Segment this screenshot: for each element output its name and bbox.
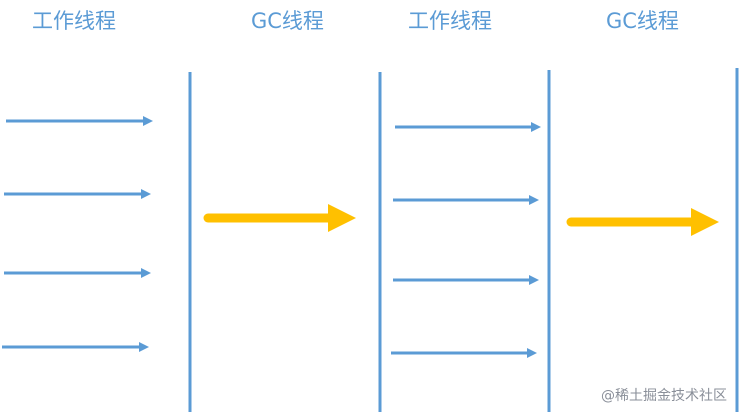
label-work-thread-2: 工作线程: [408, 9, 492, 33]
label-gc-thread-1: GC线程: [251, 9, 324, 33]
gc-thread-arrow: [566, 208, 719, 236]
watermark: @稀土掘金技术社区: [601, 388, 727, 404]
gc-thread-arrow: [203, 204, 356, 232]
label-gc-thread-2: GC线程: [606, 9, 679, 33]
label-work-thread-1: 工作线程: [32, 9, 116, 33]
